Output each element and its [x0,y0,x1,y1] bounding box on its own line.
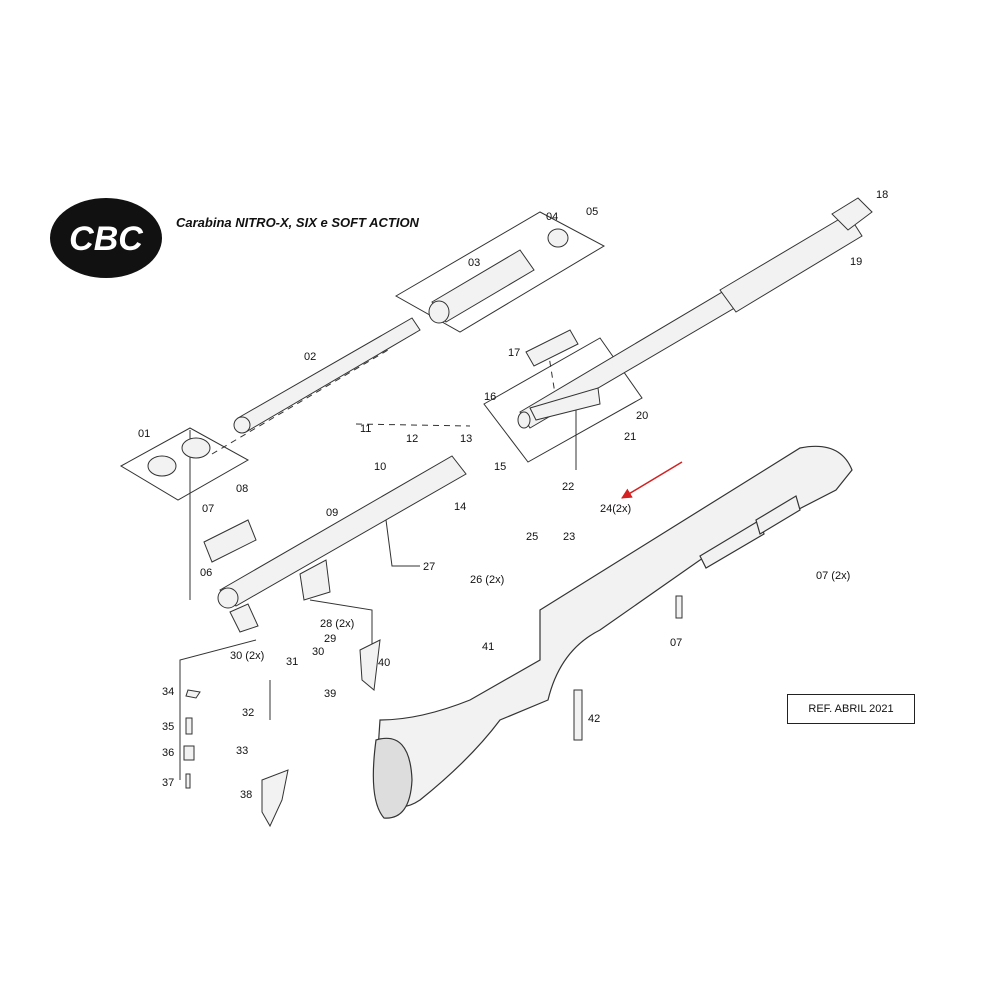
part-label: 15 [494,461,506,473]
part-label: 07 [202,503,214,515]
ref-box: REF. ABRIL 2021 [787,694,915,724]
part-label: 01 [138,428,150,440]
part-label: 35 [162,721,174,733]
part-label: 29 [324,633,336,645]
part-41-stock [372,445,853,819]
logo-text: CBC [69,220,143,258]
part-04 [547,228,569,248]
part-label: 09 [326,507,338,519]
part-label: 26 (2x) [470,574,504,586]
part-label: 39 [324,688,336,700]
part-label: 06 [200,567,212,579]
part-label: 08 [236,483,248,495]
part-label: 41 [482,641,494,653]
part-label: 14 [454,501,466,513]
part-label: 37 [162,777,174,789]
part-label: 11 [360,423,371,435]
part-label: 17 [508,347,520,359]
part-label: 18 [876,189,888,201]
part-label: 21 [624,431,636,443]
part-label: 34 [162,686,174,698]
part-barrel [517,197,873,429]
part-label: 22 [562,481,574,493]
part-40 [359,639,381,691]
part-label: 24(2x) [600,503,631,515]
part-label: 13 [460,433,472,445]
part-label: 12 [406,433,418,445]
part-01 [147,437,211,477]
part-02 [233,317,421,434]
part-labels: 01 02 03 04 05 06 07 08 09 10 11 12 13 14 15 16 17 18 19 20… [138,189,888,801]
part-label: 23 [563,531,575,543]
part-34-37 [183,689,201,789]
part-label: 42 [588,713,600,725]
part-label: 31 [286,656,298,668]
part-label: 16 [484,391,496,403]
part-label: 05 [586,206,598,218]
part-03 [428,249,535,324]
part-label: 03 [468,257,480,269]
part-label: 27 [423,561,435,573]
cbc-logo: CBC [50,198,162,278]
group-frames [119,211,643,780]
part-label: 07 (2x) [816,570,850,582]
part-06 [203,519,257,563]
part-label: 10 [374,461,386,473]
part-label: 40 [378,657,390,669]
part-label: 02 [304,351,316,363]
indicator-arrow [621,461,683,499]
part-label: 04 [546,211,558,223]
part-07-bottom [675,595,683,619]
part-label: 19 [850,256,862,268]
part-label: 30 (2x) [230,650,264,662]
diagram-title: Carabina NITRO-X, SIX e SOFT ACTION [176,215,419,230]
part-label: 36 [162,747,174,759]
part-label: 38 [240,789,252,801]
part-label: 20 [636,410,648,422]
part-17 [525,329,579,367]
part-42 [573,689,583,741]
part-label: 33 [236,745,248,757]
part-38 [261,769,289,828]
part-label: 07 [670,637,682,649]
part-label: 30 [312,646,324,658]
part-label: 28 (2x) [320,618,354,630]
part-09-receiver [217,455,467,633]
part-label: 32 [242,707,254,719]
part-label: 25 [526,531,538,543]
